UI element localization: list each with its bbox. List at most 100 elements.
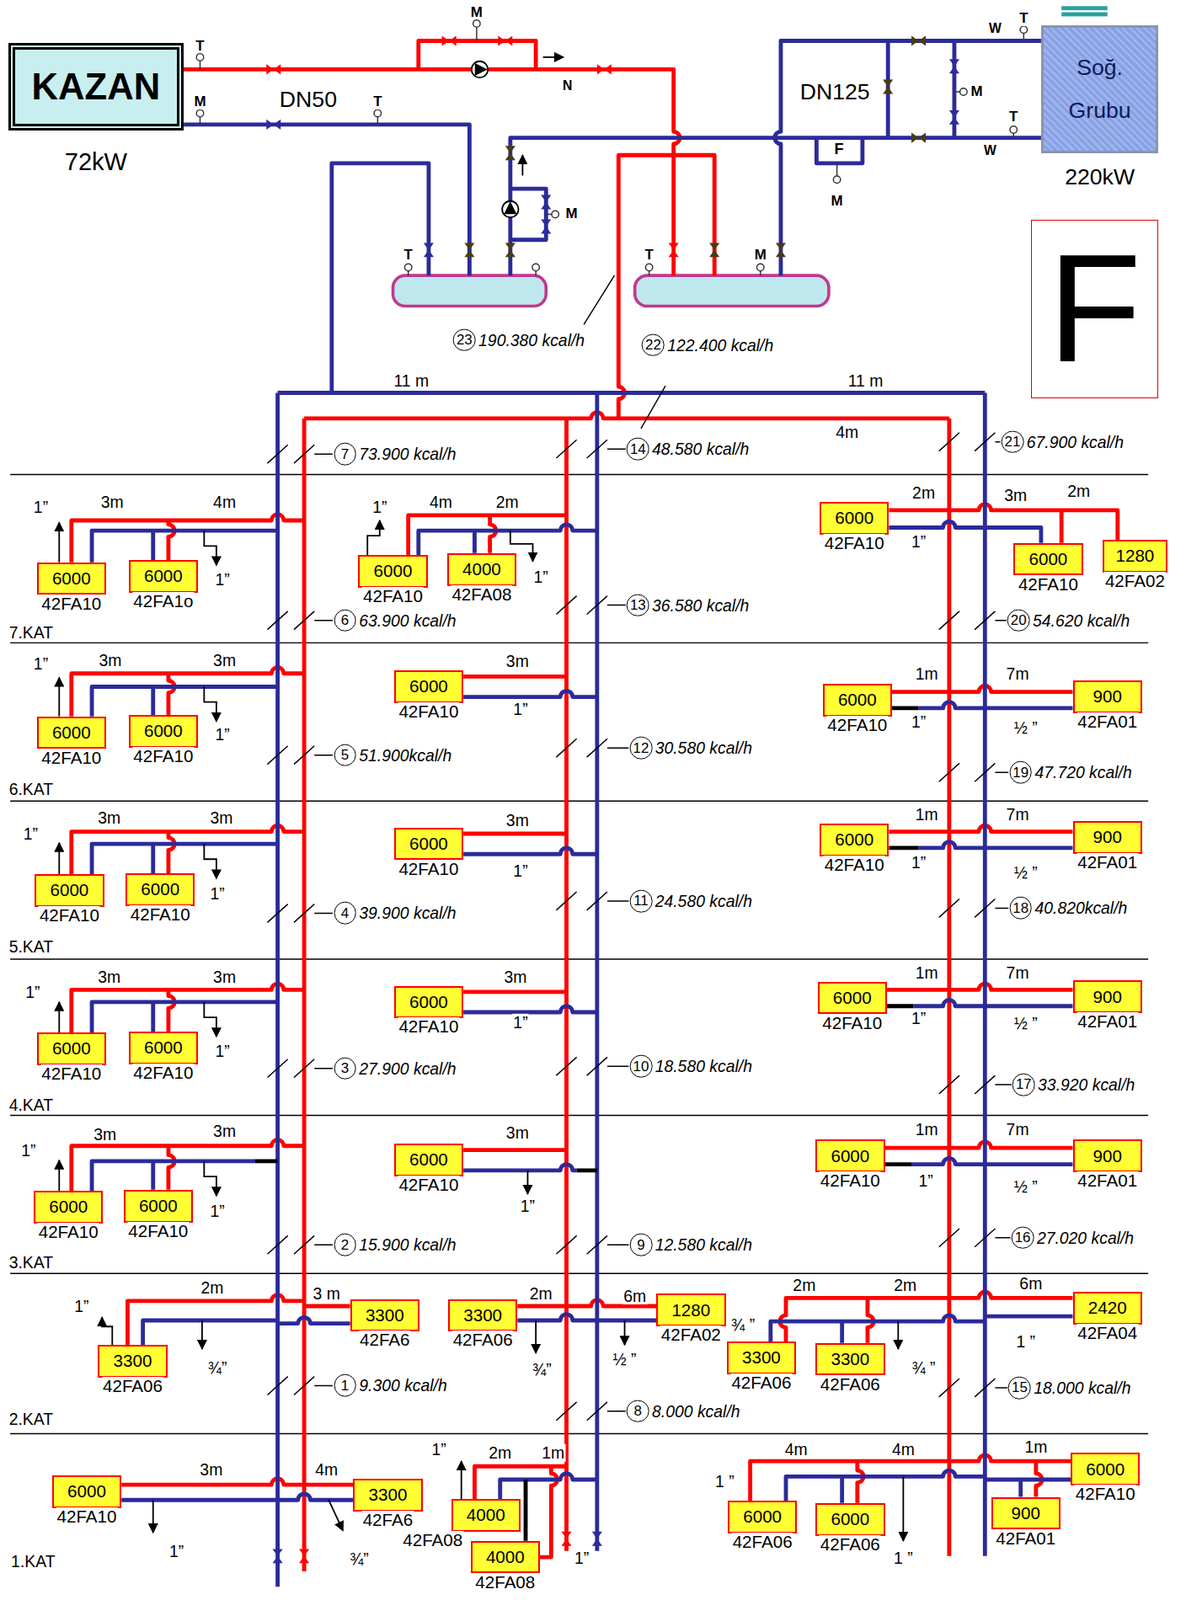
- capacity-value: 6000: [144, 566, 183, 587]
- floor-label: 1.KAT: [10, 1553, 56, 1571]
- capacity-value: 6000: [144, 721, 183, 742]
- pipe-label: 7m: [1005, 806, 1031, 823]
- pipe-label: ¾ ”: [730, 1316, 756, 1334]
- pipe-label: 3m: [505, 652, 530, 670]
- pipe-label: 11 m: [392, 372, 430, 390]
- supply-pipe: [618, 154, 715, 419]
- vent-drain-arrow: [534, 1320, 537, 1354]
- pipe-label: 4m: [784, 1440, 809, 1458]
- pipe-label: 1”: [917, 1172, 934, 1190]
- fan-coil-box: 600042FA10: [1070, 1453, 1140, 1486]
- vent-drain-arrow: [58, 1002, 60, 1033]
- pipe-label: T: [402, 247, 413, 263]
- pipe-label: T: [643, 247, 654, 263]
- fan-coil-box: 600042FA10: [819, 502, 889, 535]
- pipe-label: 1”: [73, 1298, 90, 1315]
- callout-number: 4: [333, 902, 357, 925]
- callout-number: 2: [333, 1234, 357, 1257]
- callout-number: 7: [333, 443, 357, 466]
- model-label: 42FA06: [101, 1377, 164, 1397]
- fan-coil-box: 330042FA6: [352, 1479, 423, 1512]
- pipe-label: 1m: [914, 665, 940, 683]
- sensor-symbol: [960, 88, 967, 96]
- load-label: 51.900kcal/h: [357, 746, 453, 764]
- model-label: 42FA08: [474, 1573, 536, 1593]
- load-label: 30.580 kcal/h: [654, 739, 754, 757]
- sensor-symbol: [645, 263, 652, 271]
- model-label: 42FA10: [823, 534, 886, 554]
- pipe-label: 11 m: [847, 372, 885, 390]
- pipe-label: 3m: [1003, 486, 1028, 503]
- pipe-label: 1”: [208, 1202, 225, 1220]
- capacity-value: 6000: [409, 993, 449, 1013]
- model-label: 42FA10: [819, 1171, 882, 1192]
- pipe-label: 2m: [892, 1276, 918, 1293]
- fan-coil-box: 90042FA01: [1073, 1139, 1143, 1173]
- vent-drain-arrow: [201, 1320, 204, 1350]
- supply-pipe: [121, 1479, 353, 1486]
- model-label: 42FA10: [1074, 1485, 1137, 1505]
- pipe-label: T: [372, 94, 383, 110]
- pipe-label: 6m: [622, 1287, 647, 1305]
- model-label: 42FA10: [1017, 575, 1080, 595]
- valve-symbol: [505, 242, 516, 257]
- pipe-label: 1”: [214, 1042, 231, 1060]
- chiller-box: Soğ. Grubu220kW: [1041, 25, 1159, 153]
- model-label: 42FA10: [127, 1222, 189, 1242]
- capacity-value: 6000: [52, 723, 91, 743]
- callout-leader: [583, 275, 666, 429]
- pipe-label: M: [970, 84, 984, 100]
- pump-symbol: [471, 61, 519, 218]
- pipe-label: 1 ”: [1015, 1333, 1037, 1351]
- collector: [393, 275, 547, 306]
- model-label: 42FA10: [397, 1017, 460, 1037]
- pipe-label: 7m: [1005, 665, 1031, 683]
- sensor-symbol: [532, 263, 540, 271]
- valve-symbol: [709, 242, 720, 257]
- pipe-label: 3m: [198, 1461, 224, 1479]
- pipe-label: W: [982, 144, 998, 159]
- pipe-label: M: [564, 207, 578, 223]
- capacity-value: 6000: [48, 1197, 88, 1218]
- valve-symbol: [266, 64, 281, 75]
- return-pipe: [143, 1317, 351, 1346]
- model-label: 42FA06: [452, 1330, 514, 1351]
- fan-coil-box: 600042FA06: [815, 1503, 885, 1537]
- model-label: 42FA6: [362, 1511, 415, 1531]
- pump-symbol: [471, 61, 488, 78]
- pipe-label: 1”: [910, 712, 927, 730]
- load-label: 54.620 kcal/h: [1031, 612, 1131, 630]
- fan-coil-box: 600042FA1o: [128, 560, 198, 593]
- capacity-value: 900: [1093, 988, 1122, 1008]
- sensor-symbol: [404, 263, 412, 271]
- sensor-symbol: [756, 263, 764, 271]
- load-label: 18.580 kcal/h: [654, 1057, 754, 1075]
- capacity-value: 6000: [140, 880, 180, 900]
- model-label: 42FA01: [994, 1529, 1057, 1550]
- callout-number: 21: [1001, 430, 1025, 454]
- pipe-label: DN125: [799, 80, 871, 104]
- capacity-value: 3300: [830, 1350, 870, 1370]
- supply-pipe: [304, 418, 950, 1572]
- pipe-label: 2m: [487, 1444, 513, 1462]
- model-label: 42FA10: [129, 905, 192, 925]
- fan-coil-box: 600042FA10: [125, 873, 195, 907]
- capacity-value: 6000: [409, 1150, 449, 1170]
- supply-pipe: [463, 676, 1073, 692]
- pipe-label: 3m: [97, 651, 123, 669]
- sensor-symbol: [373, 109, 381, 117]
- fan-coil-box: 600042FA10: [37, 562, 107, 596]
- pipe-label: M: [830, 193, 845, 209]
- pipe-label: 4m: [834, 422, 860, 440]
- pipe-label: 3m: [96, 808, 122, 826]
- vent-drain-arrow: [58, 843, 60, 876]
- collector: [635, 275, 829, 306]
- pipe-label: 3m: [212, 1121, 237, 1139]
- vent-drain-arrow: [58, 522, 60, 562]
- capacity-value: 6000: [138, 1196, 178, 1217]
- callout-number: 23: [453, 328, 476, 352]
- fan-coil-box: 600042FA10: [128, 1031, 198, 1065]
- capacity-value: 900: [1093, 828, 1122, 848]
- vent-drain-arrow: [624, 1320, 626, 1346]
- pipe-label: 4m: [314, 1461, 339, 1479]
